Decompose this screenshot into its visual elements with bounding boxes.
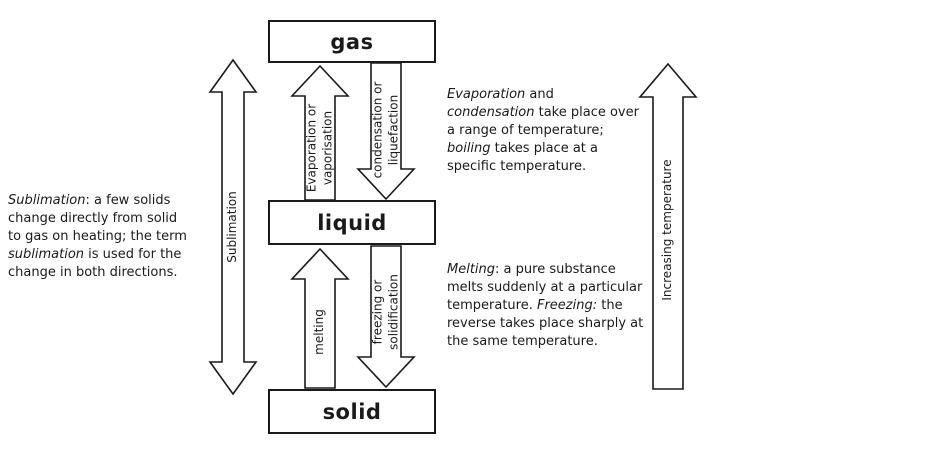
- evaporation-note-seg2: and: [525, 87, 554, 102]
- sublimation-arrow-label-line1: Sublimation: [225, 191, 240, 263]
- sublimation-arrow-label: Sublimation: [225, 191, 241, 263]
- melting-note-seg3: Freezing:: [536, 297, 598, 313]
- sublimation-note: Sublimation: a few solids change directl…: [8, 192, 190, 282]
- melting-note-seg2: : a pure substance melts suddenly at a p…: [447, 262, 643, 313]
- condensation-arrow-label-line2: liquefaction: [386, 94, 400, 166]
- sublimation-note-seg3: sublimation: [8, 246, 85, 262]
- sublimation-double-arrow-icon: [208, 58, 258, 396]
- solid-box: solid: [268, 389, 436, 434]
- evaporation-note: Evaporation and condensation take place …: [447, 86, 645, 176]
- increasing-temperature-arrow-label: Increasing temperature: [660, 159, 676, 300]
- evaporation-arrow-label-line1: Evaporation or: [304, 103, 319, 193]
- sublimation-note-seg2: : a few solids change directly from soli…: [8, 193, 187, 244]
- evaporation-note-seg5: boiling: [447, 140, 491, 156]
- freezing-arrow-label-line1: freezing or: [370, 279, 385, 345]
- evaporation-arrow-label: Evaporation or vaporisation: [304, 104, 335, 192]
- melting-note-seg1: Melting: [447, 262, 496, 277]
- melting-note: Melting: a pure substance melts suddenly…: [447, 261, 652, 351]
- evaporation-note-seg6: takes place at a specific temperature.: [447, 140, 598, 174]
- gas-box: gas: [268, 20, 436, 63]
- condensation-arrow-label: condensation or liquefaction: [370, 82, 401, 179]
- melting-note-seg4: the reverse takes place sharply at the s…: [447, 297, 644, 349]
- sublimation-note-seg4: is used for the change in both direction…: [8, 246, 182, 280]
- evaporation-note-seg1: Evaporation: [447, 87, 526, 102]
- solid-label: solid: [322, 399, 382, 424]
- freezing-arrow-label-line2: solidification: [386, 274, 400, 350]
- evaporation-note-seg3: condensation: [447, 104, 535, 120]
- condensation-arrow-label-line1: condensation or: [370, 81, 385, 179]
- freezing-down-arrow-icon: [356, 245, 416, 389]
- melting-up-arrow-icon: [290, 247, 350, 389]
- sublimation-note-seg1: Sublimation: [8, 193, 86, 208]
- liquid-label: liquid: [317, 210, 387, 235]
- evaporation-arrow-label-line2: vaporisation: [320, 110, 334, 186]
- liquid-box: liquid: [268, 200, 436, 245]
- increasing-temperature-arrow-icon: [638, 62, 698, 390]
- increasing-temperature-arrow-label-line1: Increasing temperature: [660, 159, 675, 301]
- evaporation-note-seg4: take place over a range of temperature;: [447, 104, 639, 138]
- melting-arrow-label: melting: [312, 309, 328, 355]
- condensation-down-arrow-icon: [356, 62, 416, 201]
- freezing-arrow-label: freezing or solidification: [370, 274, 401, 350]
- melting-arrow-label-line1: melting: [312, 309, 327, 355]
- gas-label: gas: [330, 29, 374, 54]
